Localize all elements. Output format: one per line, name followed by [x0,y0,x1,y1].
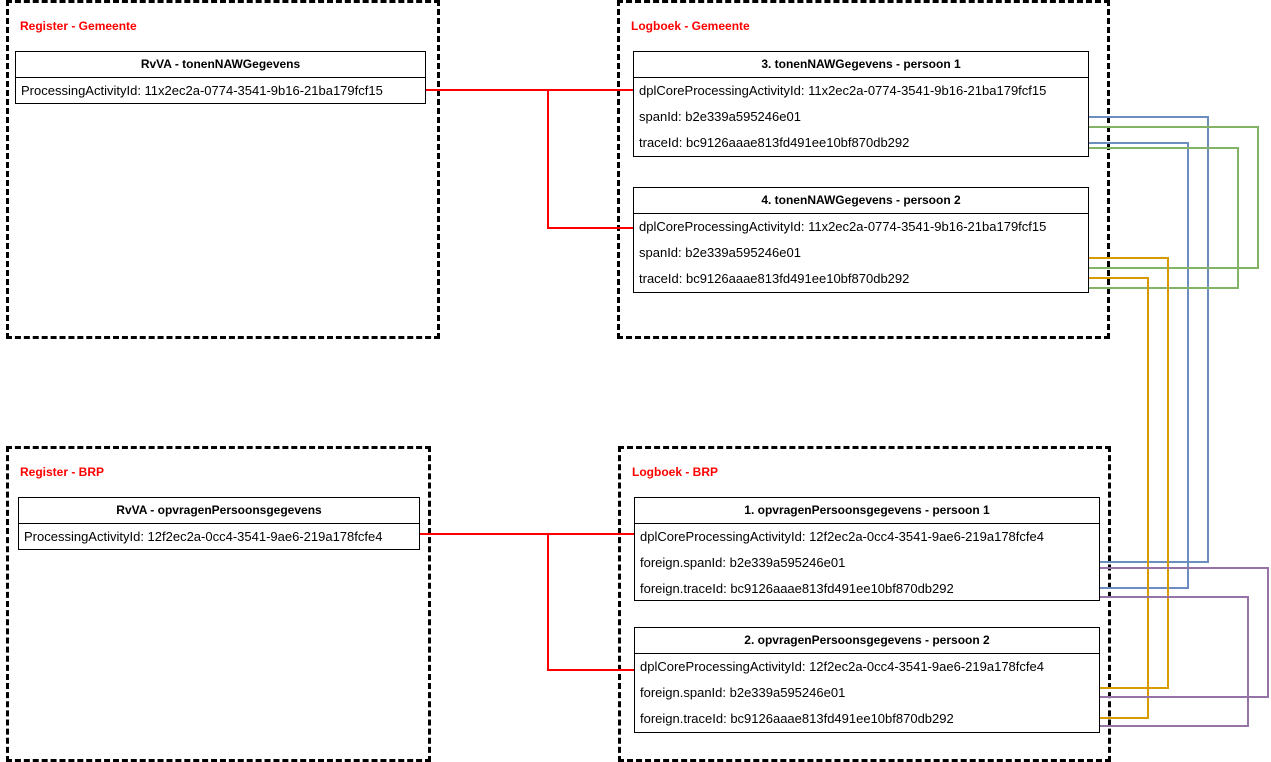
foreign-span-id: foreign.spanId: b2e339a595246e01 [640,555,846,570]
trace-id: traceId: bc9126aaae813fd491ee10bf870db29… [639,271,910,286]
box-title: RvVA - opvragenPersoonsgegevens [19,498,419,524]
box-log-3-tonen-naw-gegevens-persoon-1[interactable]: 3. tonenNAWGegevens - persoon 1 dplCoreP… [633,51,1089,157]
group-label: Logboek - Gemeente [631,19,750,33]
box-title: 1. opvragenPersoonsgegevens - persoon 1 [635,498,1099,524]
dpl-core-processing-activity-id: dplCoreProcessingActivityId: 12f2ec2a-0c… [640,659,1044,674]
box-log-2-opvragen-persoonsgegevens-persoon-2[interactable]: 2. opvragenPersoonsgegevens - persoon 2 … [634,627,1100,733]
foreign-trace-id: foreign.traceId: bc9126aaae813fd491ee10b… [640,711,954,726]
foreign-trace-id: foreign.traceId: bc9126aaae813fd491ee10b… [640,581,954,596]
group-label: Logboek - BRP [632,465,718,479]
connector-rvva-brp-to-log2 [420,533,634,671]
group-register-gemeente: Register - Gemeente [6,0,440,339]
box-title: 3. tonenNAWGegevens - persoon 1 [634,52,1088,78]
trace-id: traceId: bc9126aaae813fd491ee10bf870db29… [639,135,910,150]
box-rvva-tonen-naw-gegevens[interactable]: RvVA - tonenNAWGegevens ProcessingActivi… [15,51,426,104]
processing-activity-id: ProcessingActivityId: 11x2ec2a-0774-3541… [21,83,383,98]
group-logboek-gemeente: Logboek - Gemeente [617,0,1110,339]
span-id: spanId: b2e339a595246e01 [639,245,801,260]
connector-log3-span-to-log1 [1089,116,1209,563]
box-rvva-opvragen-persoonsgegevens[interactable]: RvVA - opvragenPersoonsgegevens Processi… [18,497,420,550]
connector-log3-span-to-log4 [1089,126,1259,269]
dpl-core-processing-activity-id: dplCoreProcessingActivityId: 11x2ec2a-07… [639,219,1047,234]
connector-log1-span-to-log2 [1100,567,1269,698]
connector-rvva-naw-to-log4 [426,89,633,229]
connector-log4-trace-to-log2 [1089,277,1149,719]
connector-log4-span-to-log2 [1089,257,1169,689]
group-label: Register - Gemeente [20,19,137,33]
processing-activity-id: ProcessingActivityId: 12f2ec2a-0cc4-3541… [24,529,383,544]
box-title: RvVA - tonenNAWGegevens [16,52,425,78]
box-log-4-tonen-naw-gegevens-persoon-2[interactable]: 4. tonenNAWGegevens - persoon 2 dplCoreP… [633,187,1089,293]
foreign-span-id: foreign.spanId: b2e339a595246e01 [640,685,846,700]
connector-log3-trace-to-log1 [1089,142,1189,589]
connector-log1-trace-to-log2 [1100,596,1249,727]
dpl-core-processing-activity-id: dplCoreProcessingActivityId: 12f2ec2a-0c… [640,529,1044,544]
dpl-core-processing-activity-id: dplCoreProcessingActivityId: 11x2ec2a-07… [639,83,1047,98]
box-title: 2. opvragenPersoonsgegevens - persoon 2 [635,628,1099,654]
group-label: Register - BRP [20,465,105,479]
span-id: spanId: b2e339a595246e01 [639,109,801,124]
box-title: 4. tonenNAWGegevens - persoon 2 [634,188,1088,214]
connector-log3-trace-to-log4 [1089,147,1239,289]
box-log-1-opvragen-persoonsgegevens-persoon-1[interactable]: 1. opvragenPersoonsgegevens - persoon 1 … [634,497,1100,601]
